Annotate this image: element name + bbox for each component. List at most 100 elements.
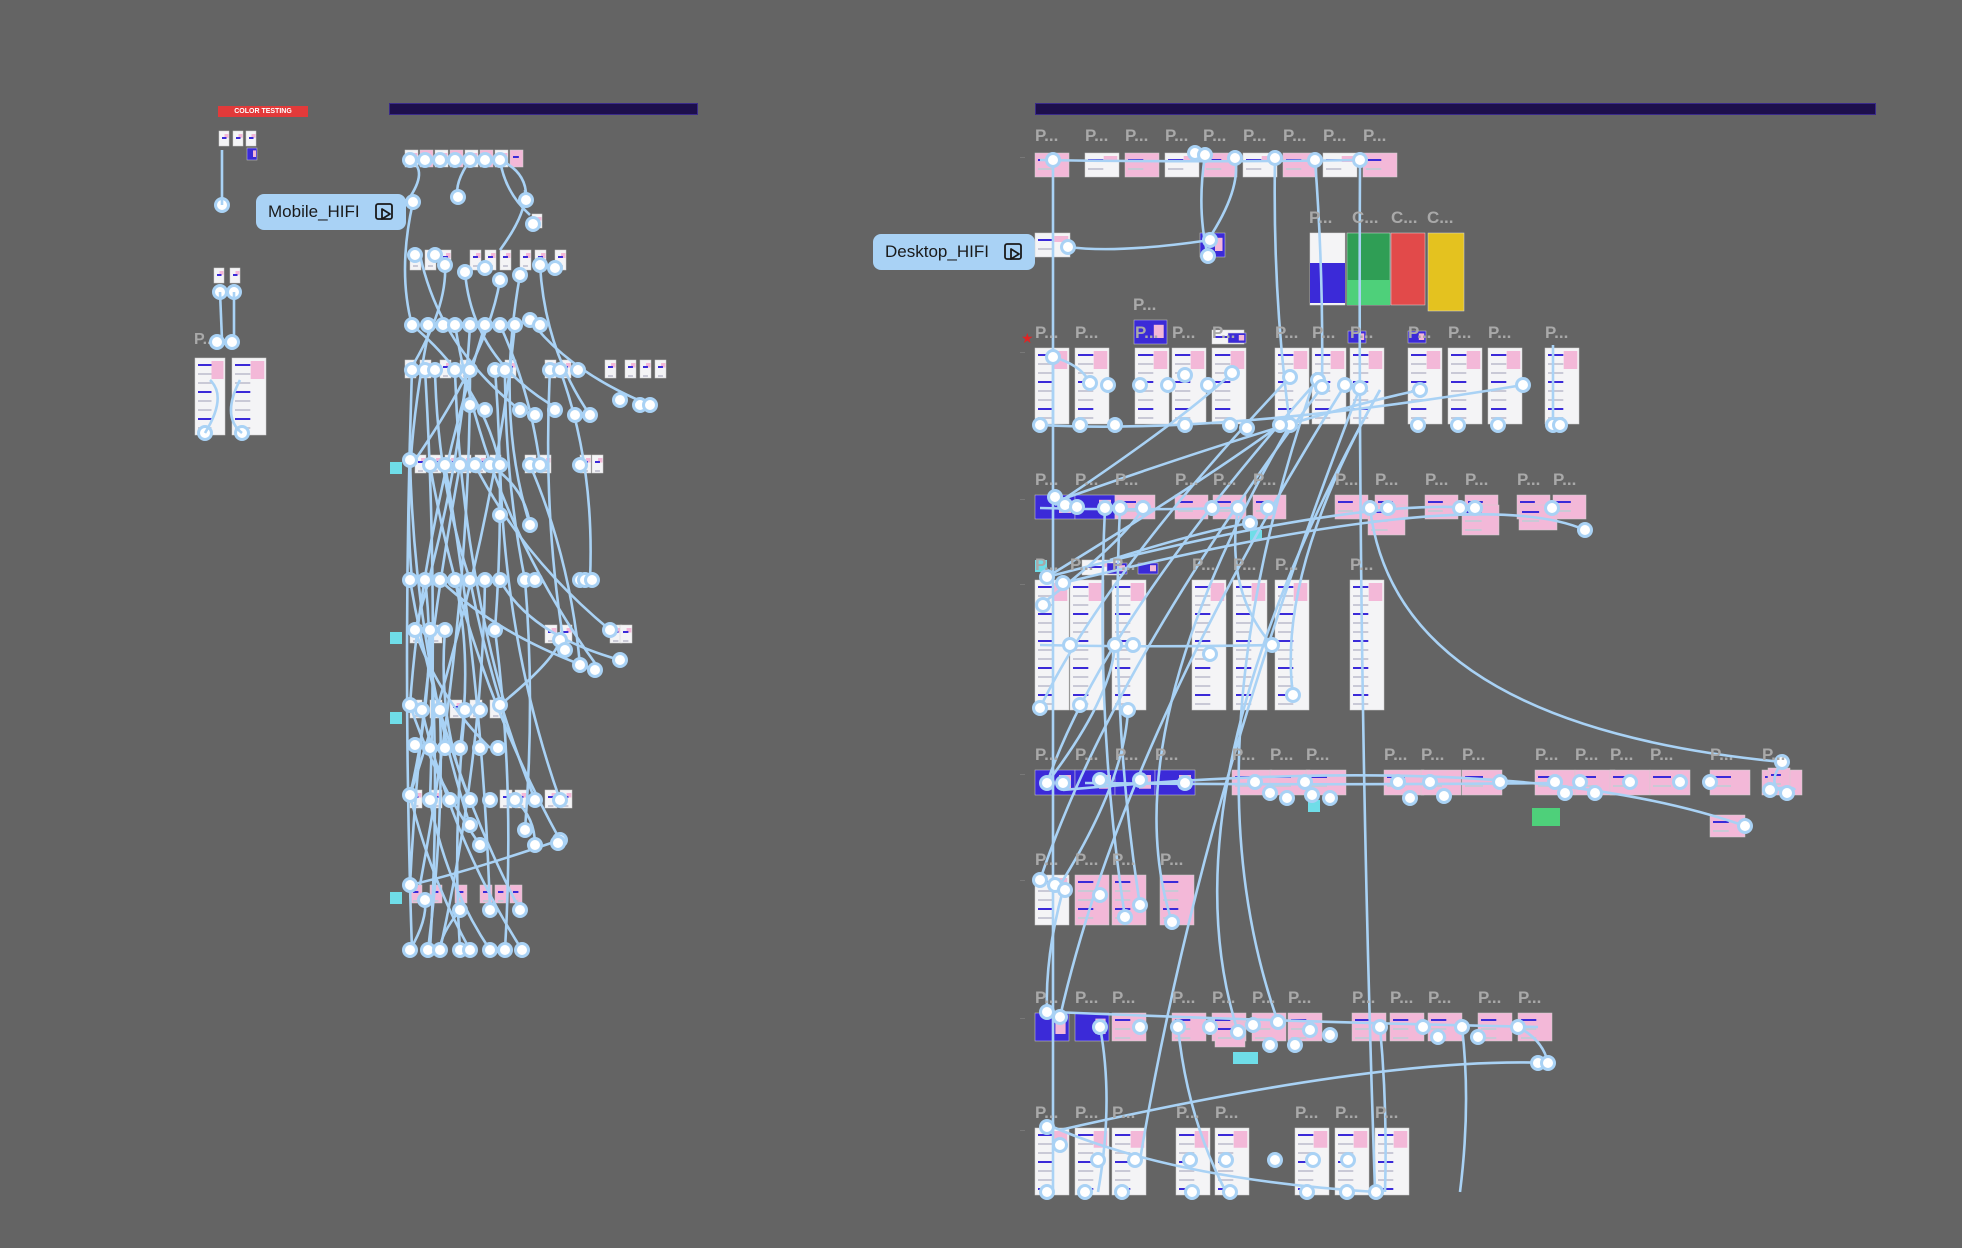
frame-label[interactable]: P... xyxy=(1175,470,1199,489)
frame-thumbnail[interactable] xyxy=(1124,152,1160,178)
frame-thumbnail[interactable] xyxy=(1171,347,1207,425)
frame-label[interactable]: P... xyxy=(1421,745,1445,764)
frame-label[interactable]: P... xyxy=(1075,850,1099,869)
frame-thumbnail[interactable] xyxy=(1322,152,1358,178)
frame-thumbnail[interactable] xyxy=(429,884,443,904)
frame-label[interactable]: P... xyxy=(1375,470,1399,489)
frame-thumbnail[interactable] xyxy=(1211,347,1247,425)
frame-label[interactable]: P... xyxy=(1112,1103,1136,1122)
frame-thumbnail[interactable] xyxy=(1164,152,1200,178)
frame-label[interactable]: P... xyxy=(1535,745,1559,764)
frame-label[interactable]: P... xyxy=(1160,850,1184,869)
frame-thumbnail[interactable] xyxy=(1199,232,1226,258)
desktop-flow-start[interactable]: Desktop_HIFI xyxy=(873,234,1035,270)
frame-label[interactable]: P... xyxy=(1212,323,1236,342)
frame-thumbnail[interactable] xyxy=(1175,1127,1211,1196)
frame-thumbnail[interactable] xyxy=(1362,152,1398,178)
frame-label[interactable]: P... xyxy=(1135,323,1159,342)
frame-thumbnail[interactable] xyxy=(494,149,509,168)
frame-label[interactable]: P... xyxy=(1462,745,1486,764)
frame-thumbnail[interactable] xyxy=(509,884,523,904)
frame-thumbnail[interactable] xyxy=(1311,347,1347,425)
frame-thumbnail[interactable] xyxy=(246,147,258,161)
frame-label[interactable]: C... xyxy=(1391,208,1418,227)
color-card[interactable] xyxy=(1427,232,1465,312)
frame-label[interactable]: P... xyxy=(1390,988,1414,1007)
frame-thumbnail[interactable] xyxy=(619,624,633,644)
frame-label[interactable]: P... xyxy=(1212,988,1236,1007)
frame-thumbnail[interactable] xyxy=(1227,332,1247,344)
frame-label[interactable]: P... xyxy=(1283,126,1307,145)
frame-label[interactable]: P... xyxy=(1192,555,1216,574)
frame-thumbnail[interactable] xyxy=(1034,769,1076,796)
frame-thumbnail[interactable] xyxy=(1034,232,1071,258)
frame-thumbnail[interactable] xyxy=(1461,504,1500,536)
frame-thumbnail[interactable] xyxy=(409,249,422,271)
frame-thumbnail[interactable] xyxy=(1649,769,1691,796)
frame-thumbnail[interactable] xyxy=(469,249,482,271)
frame-label[interactable]: P... xyxy=(1035,470,1059,489)
frame-thumbnail[interactable] xyxy=(514,789,528,809)
frame-thumbnail[interactable] xyxy=(524,454,537,474)
frame-label[interactable]: P... xyxy=(1133,295,1157,314)
frame-label[interactable]: P... xyxy=(1517,470,1541,489)
frame-thumbnail[interactable] xyxy=(604,359,617,379)
frame-thumbnail[interactable] xyxy=(639,359,652,379)
frame-thumbnail[interactable] xyxy=(479,884,493,904)
frame-thumbnail[interactable] xyxy=(1461,769,1503,796)
frame-label[interactable]: P... xyxy=(1213,470,1237,489)
frame-thumbnail[interactable] xyxy=(1374,1127,1410,1196)
frame-thumbnail[interactable] xyxy=(1084,152,1120,178)
frame-thumbnail[interactable] xyxy=(1252,494,1287,520)
frame-label[interactable]: P... xyxy=(1035,745,1059,764)
frame-thumbnail[interactable] xyxy=(544,359,557,379)
frame-label[interactable]: P... xyxy=(1375,1103,1399,1122)
frame-thumbnail[interactable] xyxy=(1349,579,1385,711)
frame-thumbnail[interactable] xyxy=(1069,579,1105,711)
frame-thumbnail[interactable] xyxy=(1074,1012,1110,1042)
frame-label[interactable]: P... xyxy=(1172,323,1196,342)
frame-label[interactable]: P... xyxy=(1710,745,1734,764)
frame-thumbnail[interactable] xyxy=(1334,494,1369,520)
frame-thumbnail[interactable] xyxy=(1709,769,1751,796)
frame-thumbnail[interactable] xyxy=(1111,579,1147,711)
frame-thumbnail[interactable] xyxy=(1424,494,1459,520)
frame-label[interactable]: P... xyxy=(1428,988,1452,1007)
frame-thumbnail[interactable] xyxy=(1133,319,1168,345)
color-card[interactable] xyxy=(1390,232,1426,306)
frame-thumbnail[interactable] xyxy=(459,454,472,474)
frame-label[interactable]: P... xyxy=(1035,850,1059,869)
frame-thumbnail[interactable] xyxy=(1214,1021,1246,1048)
frame-label[interactable]: P... xyxy=(1650,745,1674,764)
frame-label[interactable]: P... xyxy=(1610,745,1634,764)
frame-thumbnail[interactable] xyxy=(429,454,442,474)
frame-label[interactable]: P... xyxy=(1478,988,1502,1007)
frame-label[interactable]: P... xyxy=(1553,470,1577,489)
frame-thumbnail[interactable] xyxy=(1767,767,1791,794)
frame-label[interactable]: P... xyxy=(1488,323,1512,342)
frame-label[interactable]: P... xyxy=(1125,126,1149,145)
frame-thumbnail[interactable] xyxy=(1034,347,1070,425)
frame-label[interactable]: P... xyxy=(1350,323,1374,342)
frame-thumbnail[interactable] xyxy=(1383,769,1425,796)
frame-thumbnail[interactable] xyxy=(424,249,437,271)
frame-thumbnail[interactable] xyxy=(1544,347,1580,425)
frame-thumbnail[interactable] xyxy=(1407,347,1443,425)
frame-label[interactable]: P... xyxy=(1075,745,1099,764)
frame-label[interactable]: P... xyxy=(1352,988,1376,1007)
frame-thumbnail[interactable] xyxy=(1034,1127,1070,1196)
frame-thumbnail[interactable] xyxy=(1242,152,1278,178)
frame-thumbnail[interactable] xyxy=(1154,769,1196,796)
frame-thumbnail[interactable] xyxy=(1609,769,1651,796)
frame-thumbnail[interactable] xyxy=(429,699,443,719)
frame-label[interactable]: P... xyxy=(1335,470,1359,489)
frame-label[interactable]: P... xyxy=(1252,988,1276,1007)
frame-thumbnail[interactable] xyxy=(1447,347,1483,425)
frame-label[interactable]: P... xyxy=(1070,555,1094,574)
frame-thumbnail[interactable] xyxy=(579,454,592,474)
frame-label[interactable]: P... xyxy=(1112,988,1136,1007)
frame-thumbnail[interactable] xyxy=(1367,504,1406,536)
frame-thumbnail[interactable] xyxy=(1171,1012,1207,1042)
frame-thumbnail[interactable] xyxy=(1269,769,1311,796)
